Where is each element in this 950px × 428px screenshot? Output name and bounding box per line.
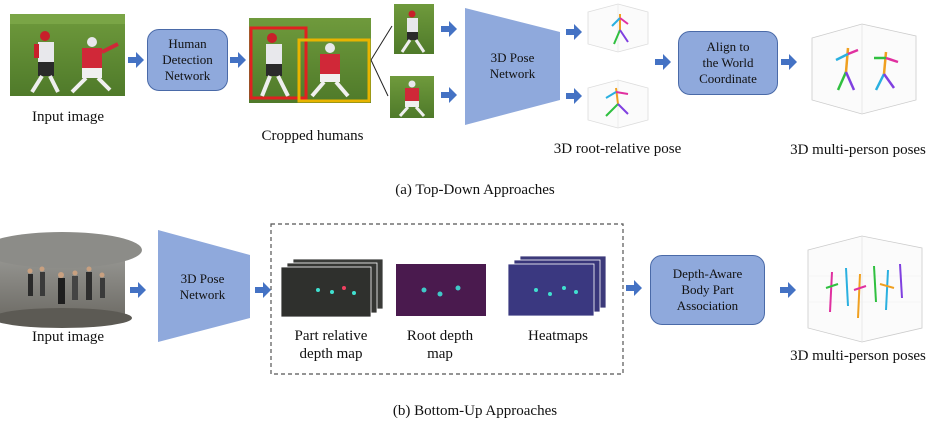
bottom-input-caption: Input image	[31, 329, 105, 345]
cropped-humans-caption: Cropped humans	[261, 128, 364, 144]
top-input-image	[10, 14, 125, 96]
bottom-output-poses	[807, 235, 923, 343]
top-output-poses	[811, 23, 917, 115]
bottom-arrows	[130, 280, 796, 298]
top-output-caption: 3D multi-person poses	[790, 142, 926, 158]
bottom-up-section-caption: (b) Bottom-Up Approaches	[392, 403, 558, 419]
network-outputs-dashed-box	[270, 223, 624, 375]
heatmaps-caption: Heatmaps	[528, 328, 588, 344]
root-relative-pose-2	[587, 79, 649, 129]
top-arrows	[128, 21, 797, 104]
part-depth-caption: Part relative depth map	[294, 328, 368, 362]
human-detection-network-box: Human Detection Network	[147, 29, 228, 91]
bottom-output-caption: 3D multi-person poses	[790, 348, 926, 364]
root-relative-pose-1	[587, 3, 649, 53]
top-pose-network-shape	[465, 8, 560, 125]
root-depth-map	[396, 264, 486, 316]
bottom-input-image	[0, 232, 142, 328]
depth-aware-association-box: Depth-Aware Body Part Association	[650, 255, 765, 325]
detection-box-yellow	[297, 38, 371, 103]
part-depth-map-stack	[280, 258, 384, 318]
top-input-caption: Input image	[31, 109, 105, 125]
root-relative-pose-caption: 3D root-relative pose	[553, 141, 682, 157]
crop-image-1	[394, 4, 434, 54]
bottom-pose-network-shape	[158, 230, 250, 342]
root-depth-caption: Root depth map	[406, 328, 474, 362]
cropped-humans-image	[249, 18, 371, 103]
heatmaps-stack	[507, 255, 607, 317]
detection-box-red	[249, 26, 308, 100]
align-world-coordinate-box: Align to the World Coordinate	[678, 31, 778, 95]
bottom-pose-network-label: 3D Pose Network	[179, 271, 226, 302]
crop-image-2	[390, 76, 434, 118]
top-down-section-caption: (a) Top-Down Approaches	[395, 182, 555, 198]
top-pose-network-label: 3D Pose Network	[489, 50, 536, 81]
